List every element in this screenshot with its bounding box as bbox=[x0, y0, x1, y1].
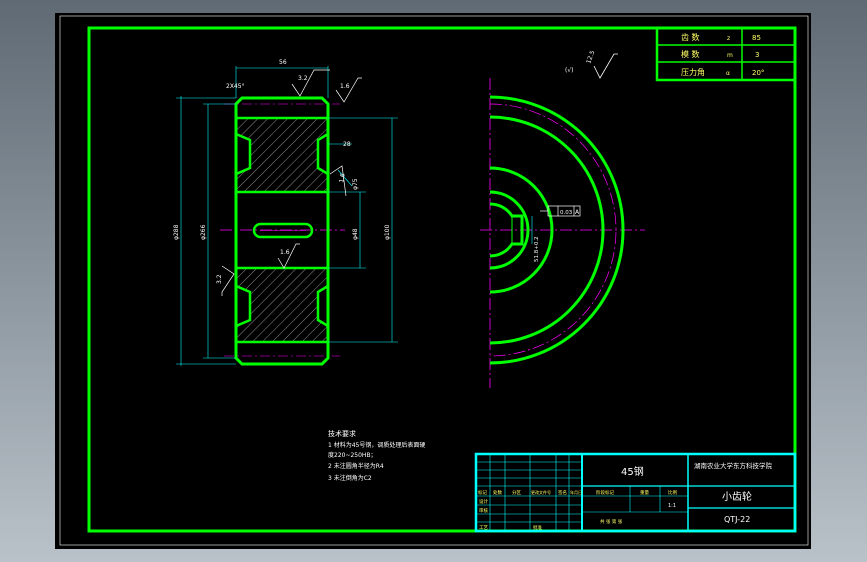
hub-circle bbox=[489, 166, 554, 294]
roughness-general-suffix: (√) bbox=[565, 67, 574, 74]
param-label-pressure-angle: 压力角 bbox=[681, 67, 705, 77]
gear-outline bbox=[234, 96, 330, 366]
dim-face-width: 56 bbox=[279, 59, 287, 66]
drawing-frame bbox=[87, 26, 797, 533]
roughness-left: 3.2 bbox=[216, 274, 223, 284]
notes-line-3: 2 未注圆角半径为R4 bbox=[328, 462, 384, 470]
notes-title: 技术要求 bbox=[328, 429, 356, 438]
grid-label-date: 年月日 bbox=[570, 489, 582, 495]
param-value-module: 3 bbox=[755, 51, 759, 59]
dim-chamfer: 2X45° bbox=[226, 83, 245, 90]
hatch-bottom bbox=[236, 268, 328, 342]
roughness-symbol-mid-icon bbox=[277, 243, 300, 269]
grid-label-change-doc: 更改文件号 bbox=[531, 489, 551, 495]
role-check: 审核 bbox=[479, 507, 488, 514]
roughness-right-top: 1.6 bbox=[340, 83, 350, 90]
title-block[interactable]: 45钢 湖南农业大学东方科技学院 小齿轮 QTJ-22 标记 处数 分区 更改文… bbox=[474, 452, 797, 533]
notes-line-1: 1 材料为45号钢，调质处理后表面硬 bbox=[328, 441, 425, 449]
weight-label: 重量 bbox=[640, 489, 649, 496]
title-material: 45钢 bbox=[621, 465, 644, 478]
recess-top-left bbox=[235, 132, 252, 176]
notes-line-4: 3 未注倒角为C2 bbox=[328, 474, 372, 482]
scale-value: 1:1 bbox=[668, 503, 676, 509]
roughness-mid: 1.6 bbox=[280, 249, 290, 256]
tolerance-datum: A bbox=[575, 209, 580, 216]
geometric-tolerance-frame bbox=[540, 205, 581, 217]
grid-label-zone: 分区 bbox=[512, 489, 521, 496]
param-symbol-teeth: z bbox=[727, 35, 730, 42]
title-drawing-number: QTJ-22 bbox=[724, 515, 750, 524]
dim-outer-diameter: φ288 bbox=[173, 224, 180, 240]
gear-parameter-table: 齿 数 z 85 模 数 m 3 压力角 α 20° bbox=[655, 26, 797, 82]
hub-circle-inner bbox=[489, 190, 530, 270]
keyway-slot bbox=[252, 222, 314, 239]
dedendum-circle bbox=[489, 115, 605, 345]
recess-bottom-right bbox=[316, 284, 329, 328]
param-value-pressure-angle: 20° bbox=[752, 69, 764, 77]
stage-label: 阶段标记 bbox=[596, 489, 614, 496]
roughness-general: 12.5 bbox=[585, 50, 596, 65]
dim-hub-diameter: φ75 bbox=[352, 178, 359, 190]
roughness-symbol-right-icon bbox=[335, 77, 362, 103]
gear-front-view[interactable]: 0.03 A 51.8+0.2 12.5 (√) bbox=[480, 50, 645, 388]
role-design: 设计 bbox=[479, 498, 488, 505]
pitch-circle bbox=[489, 103, 617, 357]
gear-section-view[interactable]: 56 2X45° 28 φ288 φ266 φ75 φ48 φ100 3.2 1… bbox=[173, 59, 398, 366]
bore-with-keyway bbox=[489, 202, 524, 258]
dim-root-diameter: φ266 bbox=[200, 224, 207, 240]
sheet-outer-border bbox=[59, 15, 809, 546]
roughness-side: 1.6 bbox=[338, 173, 347, 184]
param-symbol-module: m bbox=[727, 52, 733, 59]
roughness-symbol-side-icon bbox=[329, 165, 347, 197]
roughness-general-icon bbox=[593, 53, 618, 79]
notes-line-2: 度220~250HB； bbox=[328, 451, 377, 459]
scale-label: 比例 bbox=[668, 489, 677, 496]
dim-right-diameter: φ100 bbox=[384, 224, 391, 240]
dim-bore-diameter: φ48 bbox=[352, 228, 359, 240]
param-symbol-pressure-angle: α bbox=[726, 70, 730, 77]
grid-label-mark: 标记 bbox=[478, 489, 487, 496]
tolerance-value: 0.03 bbox=[560, 210, 573, 216]
dim-rim: 28 bbox=[343, 141, 351, 148]
hatch-top bbox=[236, 118, 328, 192]
addendum-circle bbox=[489, 95, 625, 365]
roughness-top: 3.2 bbox=[298, 75, 308, 82]
grid-label-count: 处数 bbox=[493, 489, 502, 496]
title-school: 湖南农业大学东方科技学院 bbox=[694, 461, 773, 470]
grid-label-signature: 签名 bbox=[558, 489, 567, 496]
dim-keyway: 51.8+0.2 bbox=[534, 236, 540, 262]
title-part-name: 小齿轮 bbox=[722, 490, 752, 503]
role-process: 工艺 bbox=[479, 525, 488, 531]
section-dimensions bbox=[176, 66, 398, 366]
roughness-symbol-top-icon bbox=[291, 69, 330, 97]
roughness-symbol-left-icon bbox=[221, 265, 235, 296]
param-value-teeth: 85 bbox=[752, 34, 761, 42]
approve-label: 批准 bbox=[533, 524, 542, 531]
param-label-teeth: 齿 数 bbox=[681, 32, 700, 42]
recess-top-right bbox=[316, 132, 329, 176]
recess-bottom-left bbox=[235, 284, 252, 328]
sheet-label: 共 张 第 张 bbox=[600, 518, 623, 525]
param-label-module: 模 数 bbox=[681, 49, 700, 59]
technical-requirements: 技术要求 1 材料为45号钢，调质处理后表面硬 度220~250HB； 2 未注… bbox=[328, 429, 425, 482]
